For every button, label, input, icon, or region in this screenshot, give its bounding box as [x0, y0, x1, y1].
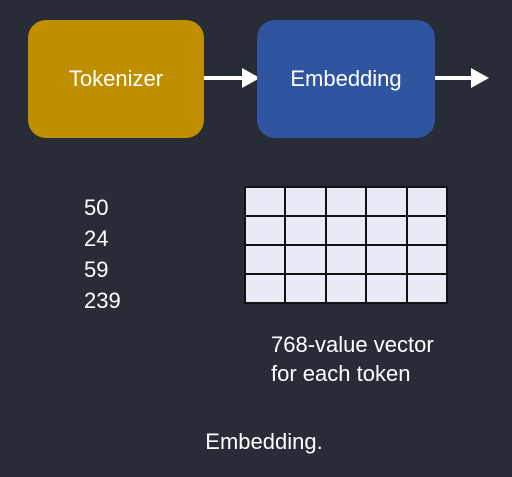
matrix-cell	[405, 215, 449, 246]
matrix-cell	[365, 244, 408, 275]
matrix-cell	[365, 273, 408, 304]
embedding-output-arrow-icon	[435, 68, 489, 88]
tokenizer-label: Tokenizer	[68, 66, 164, 91]
matrix-cell	[324, 244, 368, 275]
matrix-row	[243, 273, 449, 304]
matrix-cell	[284, 215, 327, 246]
embedding-box: Embedding	[257, 20, 435, 138]
matrix-cell	[243, 186, 287, 217]
tokenizer-to-embedding-arrow-icon	[204, 68, 260, 88]
matrix-cell	[284, 186, 327, 217]
embedding-matrix	[243, 186, 449, 304]
tokenizer-box: Tokenizer	[28, 20, 204, 138]
vector-caption-line: for each token	[271, 361, 411, 386]
matrix-cell	[284, 244, 327, 275]
token-id: 50	[84, 195, 109, 220]
matrix-cell	[324, 215, 368, 246]
matrix-cell	[405, 244, 449, 275]
matrix-cell	[284, 273, 327, 304]
figure-caption: Embedding.	[205, 429, 323, 454]
matrix-cell	[243, 215, 287, 246]
vector-caption: 768-value vector for each token	[271, 330, 506, 388]
matrix-cell	[405, 273, 449, 304]
matrix-cell	[324, 186, 368, 217]
matrix-cell	[365, 215, 408, 246]
token-id: 239	[84, 288, 121, 313]
token-id: 59	[84, 257, 109, 282]
matrix-cell	[324, 273, 368, 304]
matrix-cell	[243, 244, 287, 275]
token-id: 24	[84, 226, 109, 251]
matrix-cell	[365, 186, 408, 217]
matrix-row	[243, 215, 449, 246]
matrix-cell	[243, 273, 287, 304]
matrix-row	[243, 186, 449, 217]
vector-caption-line: 768-value vector	[271, 332, 434, 357]
token-id-list: 50 24 59 239	[84, 192, 121, 316]
matrix-cell	[405, 186, 449, 217]
embedding-label: Embedding	[290, 66, 402, 91]
matrix-row	[243, 244, 449, 275]
